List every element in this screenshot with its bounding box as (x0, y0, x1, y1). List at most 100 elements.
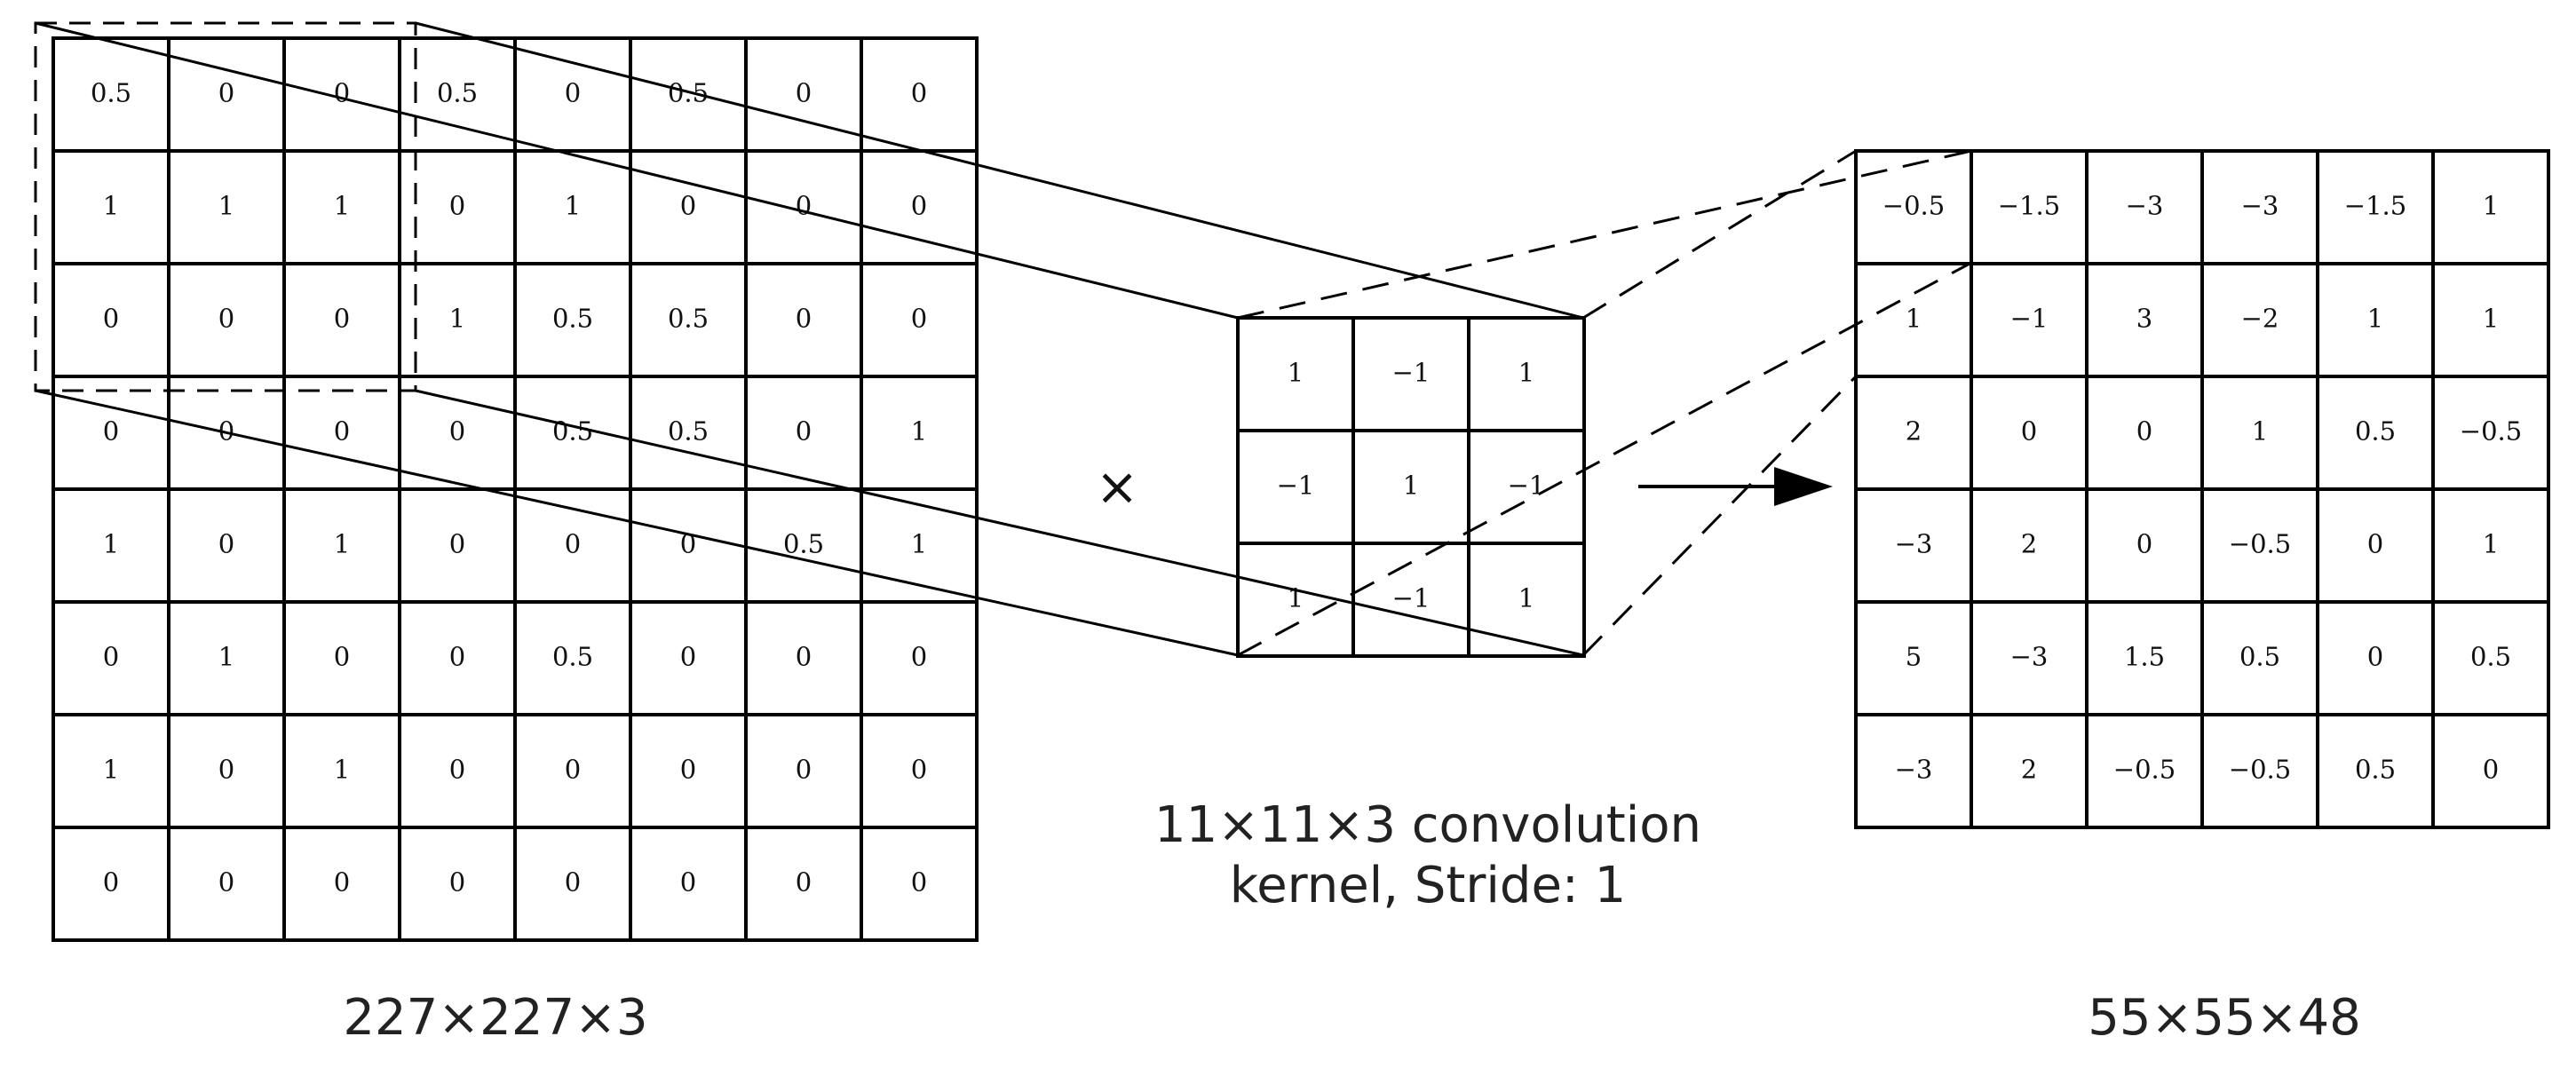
input-matrix-value: 1 (103, 529, 119, 559)
input-matrix-value: 0 (796, 867, 812, 898)
input-matrix-value: 0 (449, 191, 465, 221)
output-matrix-value: 0 (2136, 416, 2152, 447)
input-matrix-value: 0 (796, 78, 812, 108)
input-matrix-value: 1 (565, 191, 581, 221)
input-matrix-value: 0 (103, 304, 119, 334)
output-matrix-value: 1 (2483, 191, 2499, 221)
output-matrix-value: −1 (2010, 304, 2049, 334)
input-dimension-label: 227×227×3 (343, 989, 647, 1047)
input-matrix-value: 0 (796, 755, 812, 785)
input-matrix-value: 0 (565, 755, 581, 785)
output-matrix-value: −3 (2241, 191, 2279, 221)
output-matrix-value: 0.5 (2355, 416, 2396, 447)
output-matrix-cell (2431, 713, 2550, 829)
input-matrix-value: 0 (911, 642, 927, 672)
input-matrix-value: 0.5 (91, 78, 131, 108)
kernel-matrix-value: 1 (1288, 358, 1304, 388)
output-dimension-label: 55×55×48 (2088, 989, 2361, 1047)
output-matrix-value: −0.5 (2460, 416, 2522, 447)
input-matrix-value: 1 (218, 642, 234, 672)
input-matrix-value: 0 (680, 642, 696, 672)
output-matrix-value: −3 (2010, 642, 2049, 672)
kernel-matrix-value: −1 (1277, 471, 1315, 501)
input-matrix-value: 0 (911, 78, 927, 108)
kernel-matrix-value: −1 (1392, 358, 1431, 388)
projection-line-kernel-to-output (1237, 149, 1972, 320)
output-matrix-value: 5 (1906, 642, 1922, 672)
kernel-matrix-cell (1467, 542, 1586, 658)
output-matrix-value: 2 (2021, 529, 2037, 559)
input-matrix-value: 0 (218, 867, 234, 898)
input-matrix-value: 1 (103, 191, 119, 221)
input-matrix-value: 0 (103, 416, 119, 447)
input-matrix-value: 0 (911, 755, 927, 785)
input-matrix-value: 0 (218, 529, 234, 559)
input-matrix-value: 1 (334, 191, 350, 221)
input-matrix-value: 0 (334, 78, 350, 108)
input-matrix-value: 0 (218, 755, 234, 785)
output-matrix-value: −1.5 (1998, 191, 2060, 221)
input-matrix-value: 0 (565, 78, 581, 108)
input-matrix-value: 0 (680, 191, 696, 221)
multiply-operator: × (1096, 456, 1139, 517)
output-matrix-value: 1.5 (2124, 642, 2165, 672)
output-matrix-value: 0 (2021, 416, 2037, 447)
result-arrow-head (1774, 467, 1833, 506)
input-matrix-value: 0 (334, 304, 350, 334)
output-matrix-value: 0.5 (2239, 642, 2280, 672)
input-matrix-value: 0 (911, 191, 927, 221)
output-matrix-value: 0.5 (2470, 642, 2511, 672)
input-matrix-value: 0 (911, 867, 927, 898)
output-matrix-value: −2 (2241, 304, 2279, 334)
input-matrix-value: 0 (218, 78, 234, 108)
output-matrix-value: −3 (1895, 529, 1933, 559)
projection-line-input-to-kernel (415, 389, 1584, 657)
output-matrix-value: 0 (2136, 529, 2152, 559)
input-matrix-value: 0 (796, 191, 812, 221)
kernel-label-line2: kernel, Stride: 1 (1230, 857, 1626, 914)
output-matrix-value: 0 (2367, 642, 2383, 672)
input-matrix-value: 0 (334, 867, 350, 898)
kernel-matrix-value: 1 (1518, 583, 1534, 613)
input-matrix-value: 0 (334, 416, 350, 447)
output-matrix-value: 0.5 (2355, 755, 2396, 785)
receptive-field-box (34, 21, 417, 392)
input-matrix-value: 0.5 (552, 304, 593, 334)
input-matrix-value: 0.5 (552, 416, 593, 447)
input-matrix-value: 0 (218, 304, 234, 334)
input-matrix-value: 1 (911, 416, 927, 447)
input-matrix-value: 0 (911, 304, 927, 334)
input-matrix-value: 0.5 (668, 304, 709, 334)
output-matrix-value: −3 (1895, 755, 1933, 785)
input-matrix-value: 0 (565, 529, 581, 559)
projection-line-kernel-to-output (1237, 261, 1972, 657)
input-matrix-value: 0.5 (552, 642, 593, 672)
input-matrix-value: 0 (449, 529, 465, 559)
output-matrix-value: −0.5 (2229, 755, 2291, 785)
input-matrix-value: 1 (334, 529, 350, 559)
projection-line-input-to-kernel (415, 21, 1584, 320)
output-matrix-value: −1.5 (2344, 191, 2406, 221)
kernel-matrix-value: −1 (1392, 583, 1431, 613)
input-matrix-value: 0 (449, 642, 465, 672)
input-matrix-value: 1 (911, 529, 927, 559)
input-matrix-value: 0 (103, 867, 119, 898)
kernel-matrix-value: 1 (1518, 358, 1534, 388)
input-matrix-value: 0 (449, 416, 465, 447)
input-matrix-value: 0 (796, 304, 812, 334)
input-matrix-value: 1 (103, 755, 119, 785)
output-matrix-value: 1 (2483, 304, 2499, 334)
output-matrix-value: 2 (1906, 416, 1922, 447)
output-matrix-value: 3 (2136, 304, 2152, 334)
input-matrix-value: 0.5 (437, 78, 478, 108)
output-matrix-value: −0.5 (2113, 755, 2176, 785)
output-matrix-value: 2 (2021, 755, 2037, 785)
input-matrix-value: 0 (565, 867, 581, 898)
input-matrix: 0.5 0 0 0.5 0 0.5 0 0 1 1 1 0 1 0 0 0 0 0 0 1 0.5 0.5 0 0 0 0 0 0 0.… (52, 36, 979, 942)
input-matrix-cell (860, 826, 979, 942)
output-matrix-value: 0 (2367, 529, 2383, 559)
input-matrix-value: 0 (103, 642, 119, 672)
output-matrix-value: −0.5 (1882, 191, 1945, 221)
